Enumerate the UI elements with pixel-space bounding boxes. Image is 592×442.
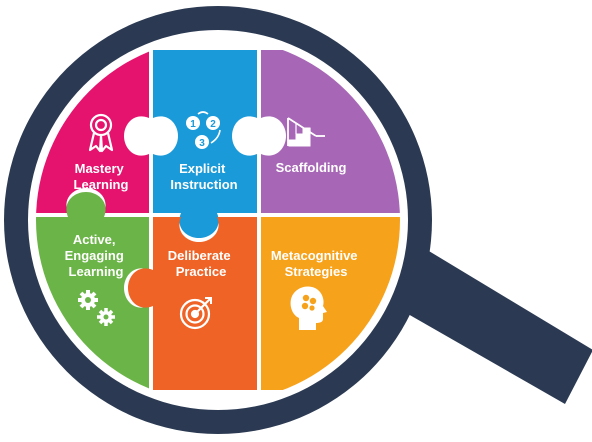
svg-text:1: 1 (190, 119, 196, 130)
label-scaffolding: Scaffolding (276, 160, 347, 175)
magnifier-handle (394, 236, 592, 404)
label-deliberate: Deliberate Practice (168, 248, 235, 279)
svg-text:2: 2 (210, 119, 216, 130)
svg-text:3: 3 (199, 138, 205, 149)
puzzle-piece-deliberate (128, 217, 257, 390)
label-metacognitive: Metacognitive Strategies (271, 248, 361, 279)
brain-head-icon (290, 286, 327, 330)
label-active: Active, Engaging Learning (65, 232, 128, 279)
numbered-steps-icon: 1 2 3 (186, 111, 221, 149)
label-mastery: Mastery Learning (74, 161, 129, 192)
gears-icon (78, 290, 115, 326)
staircase-icon (287, 117, 325, 147)
puzzle-grid (36, 50, 400, 390)
award-ribbon-icon (88, 113, 114, 153)
label-explicit: Explicit Instruction (170, 161, 237, 192)
target-icon (179, 297, 212, 330)
